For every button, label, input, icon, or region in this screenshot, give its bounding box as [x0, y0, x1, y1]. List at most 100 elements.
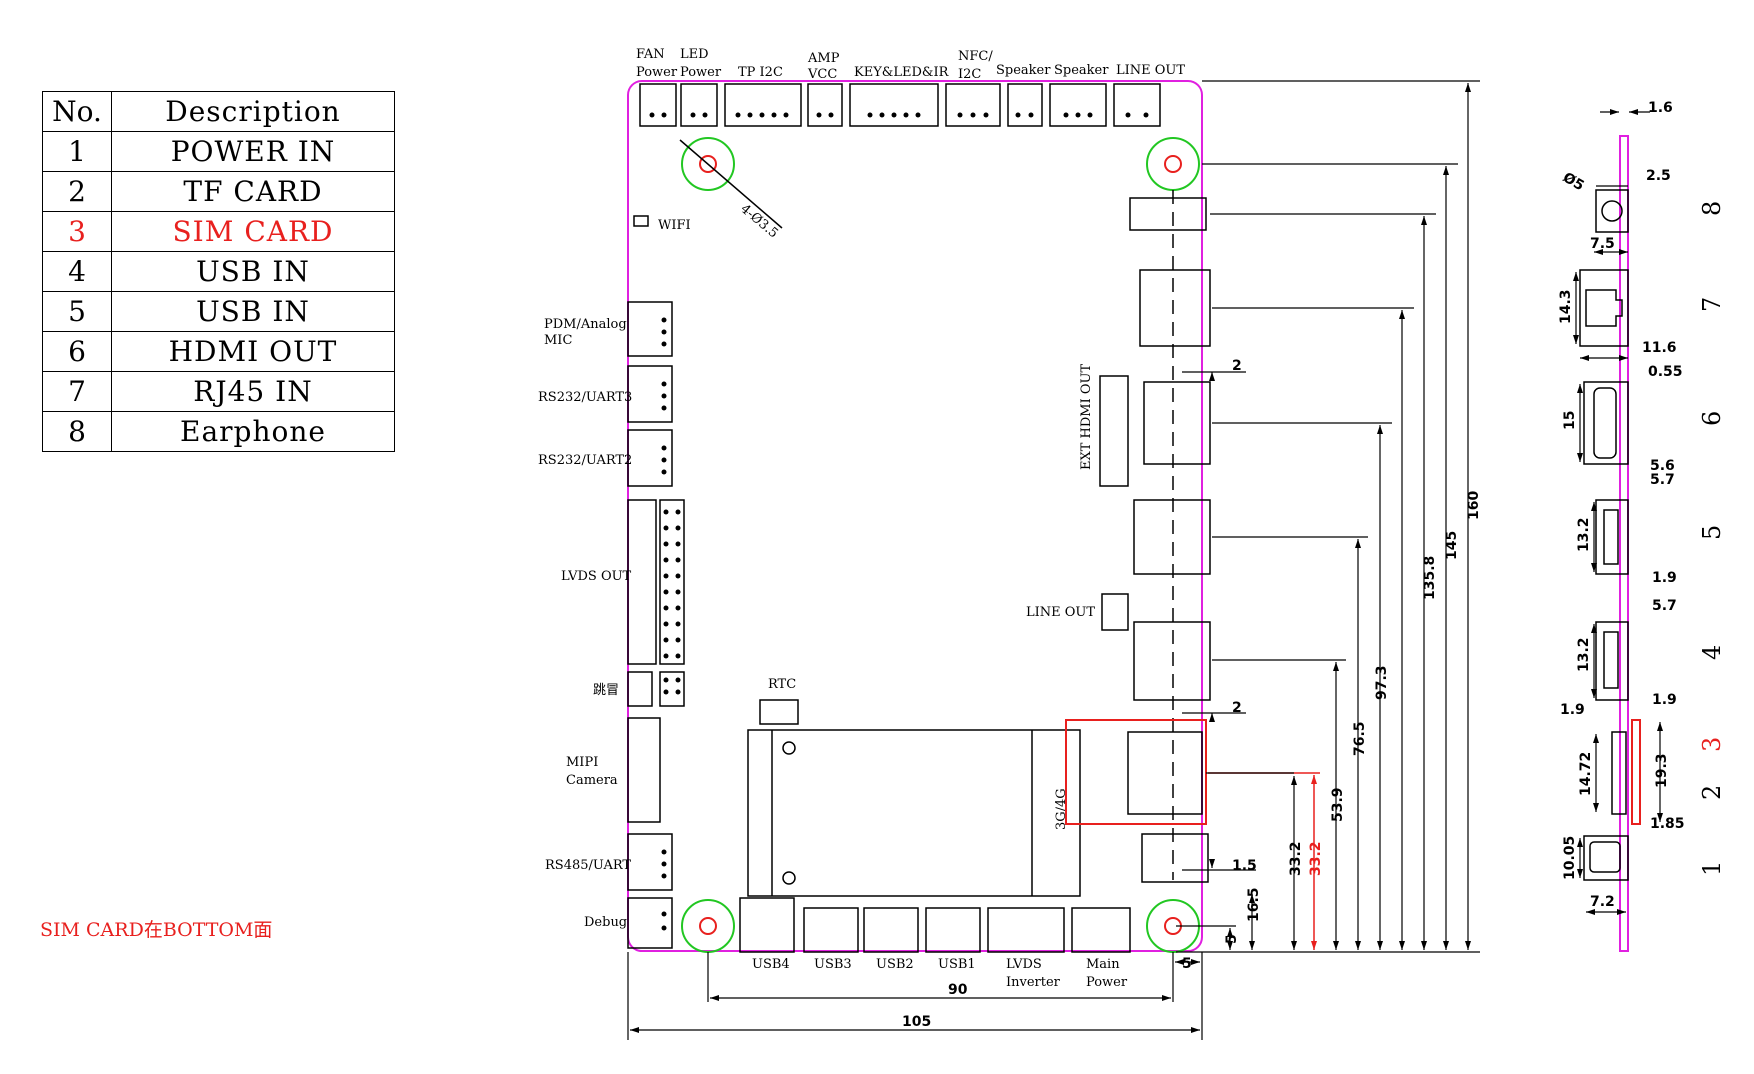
side-number-7: 7: [1698, 297, 1726, 312]
key-led-ir-connector: [849, 83, 939, 127]
label-usb1: USB1: [938, 957, 976, 972]
label-led-power: Power: [680, 65, 722, 80]
row-description: POWER IN: [111, 131, 395, 172]
label-main-power: Power: [1086, 975, 1128, 990]
usb-port: [1133, 621, 1211, 701]
dim-135-8: 135.8: [1422, 556, 1438, 600]
label-lvds-out: LVDS OUT: [561, 569, 632, 584]
sim-card-note: SIM CARD在BOTTOM面: [40, 919, 273, 941]
dim-53-9: 53.9: [1330, 787, 1346, 822]
hdmi-port: [1143, 381, 1211, 465]
label-rtc: RTC: [768, 677, 796, 692]
label-wifi: WIFI: [658, 218, 691, 233]
dim-76-5: 76.5: [1352, 721, 1368, 756]
side-dim-1-9: 1.9: [1652, 570, 1677, 586]
row-description: USB IN: [111, 251, 395, 292]
speaker-connector: [1049, 83, 1107, 127]
side-number-4: 4: [1698, 645, 1726, 660]
usb-port: [1133, 499, 1211, 575]
row-no: 3: [42, 211, 112, 252]
label-debug: Debug: [584, 915, 627, 930]
sim-card-slot: [1065, 719, 1207, 825]
lvds-header: [659, 499, 685, 665]
label-pdm-analog: PDM/Analog: [544, 317, 627, 332]
side-dim-13-2: 13.2: [1576, 637, 1592, 672]
row-description: Earphone: [111, 411, 395, 452]
side-dim-5-7: 5.7: [1652, 598, 1677, 614]
earphone-jack: [1129, 197, 1207, 231]
dim-5-horizontal: 5: [1182, 956, 1192, 972]
row-no: 5: [42, 291, 112, 332]
row-no: 1: [42, 131, 112, 172]
side-dim-1-9: 1.9: [1560, 702, 1585, 718]
dim-33-2: 33.2: [1288, 841, 1304, 876]
ext-hdmi-header: [1099, 375, 1129, 487]
side-power-jack: [1583, 835, 1629, 881]
label-speaker: Speaker: [1054, 63, 1109, 78]
label-uart3: RS232/UART3: [538, 390, 632, 405]
usb1-port: [925, 907, 981, 953]
side-dim-7-5: 7.5: [1590, 236, 1615, 252]
label-key-led-ir: KEY&LED&IR: [854, 65, 950, 80]
label-ext-hdmi: EXT HDMI OUT: [1079, 364, 1094, 471]
dim-16-5: 16.5: [1246, 887, 1262, 922]
label-usb3: USB3: [814, 957, 852, 972]
header-no: No.: [42, 91, 112, 132]
side-dim-14-72: 14.72: [1578, 752, 1594, 796]
lvds-connector: [627, 499, 657, 665]
side-dim-1-6: 1.6: [1648, 100, 1673, 116]
row-description: USB IN: [111, 291, 395, 332]
header-description: Description: [111, 91, 395, 132]
label-amp: AMP: [807, 51, 840, 66]
power-in-jack: [1141, 833, 1209, 883]
side-earphone: [1595, 189, 1629, 233]
side-usb: [1595, 499, 1629, 575]
side-view-board: [1619, 135, 1629, 952]
side-dim-1-9: 1.9: [1652, 692, 1677, 708]
jumper-block: [627, 671, 653, 707]
dim-2-bottom: 2: [1232, 700, 1242, 716]
usb2-port: [863, 907, 919, 953]
dim-1-5: 1.5: [1232, 858, 1257, 874]
side-dim-5-6: 5.6: [1650, 458, 1675, 474]
dim-145: 145: [1444, 531, 1460, 560]
label-inverter: Inverter: [1006, 975, 1061, 990]
row-description: SIM CARD: [111, 211, 395, 252]
side-number-3: 3: [1698, 737, 1726, 752]
side-dim-2-5: 2.5: [1646, 168, 1671, 184]
amp-vcc-connector: [807, 83, 843, 127]
label-amp-vcc: VCC: [807, 67, 837, 82]
side-dim-15: 15: [1562, 411, 1578, 430]
cellular-module: [747, 729, 1081, 897]
row-no: 8: [42, 411, 112, 452]
side-rj45: [1579, 269, 1629, 347]
dim-105: 105: [902, 1014, 931, 1030]
label-line-out: LINE OUT: [1026, 605, 1095, 620]
jumper-header: [659, 671, 685, 707]
label-usb4: USB4: [752, 957, 790, 972]
side-dim-19-3: 19.3: [1654, 753, 1670, 788]
side-number-6: 6: [1698, 411, 1726, 426]
label-camera: Camera: [566, 773, 618, 788]
row-no: 6: [42, 331, 112, 372]
lvds-inverter-connector: [987, 907, 1065, 953]
side-dim-14-3: 14.3: [1558, 289, 1574, 324]
usb4-port: [739, 897, 795, 953]
line-out-jack: [1101, 593, 1129, 631]
label-main: Main: [1086, 957, 1120, 972]
label-mipi: MIPI: [566, 755, 598, 770]
led-power-connector: [680, 83, 718, 127]
mounting-hole: [681, 137, 735, 191]
speaker-connector: [1007, 83, 1043, 127]
side-dim-5-7: 5.7: [1650, 472, 1675, 488]
side-number-1: 1: [1698, 861, 1726, 876]
dim-2-top: 2: [1232, 358, 1242, 374]
